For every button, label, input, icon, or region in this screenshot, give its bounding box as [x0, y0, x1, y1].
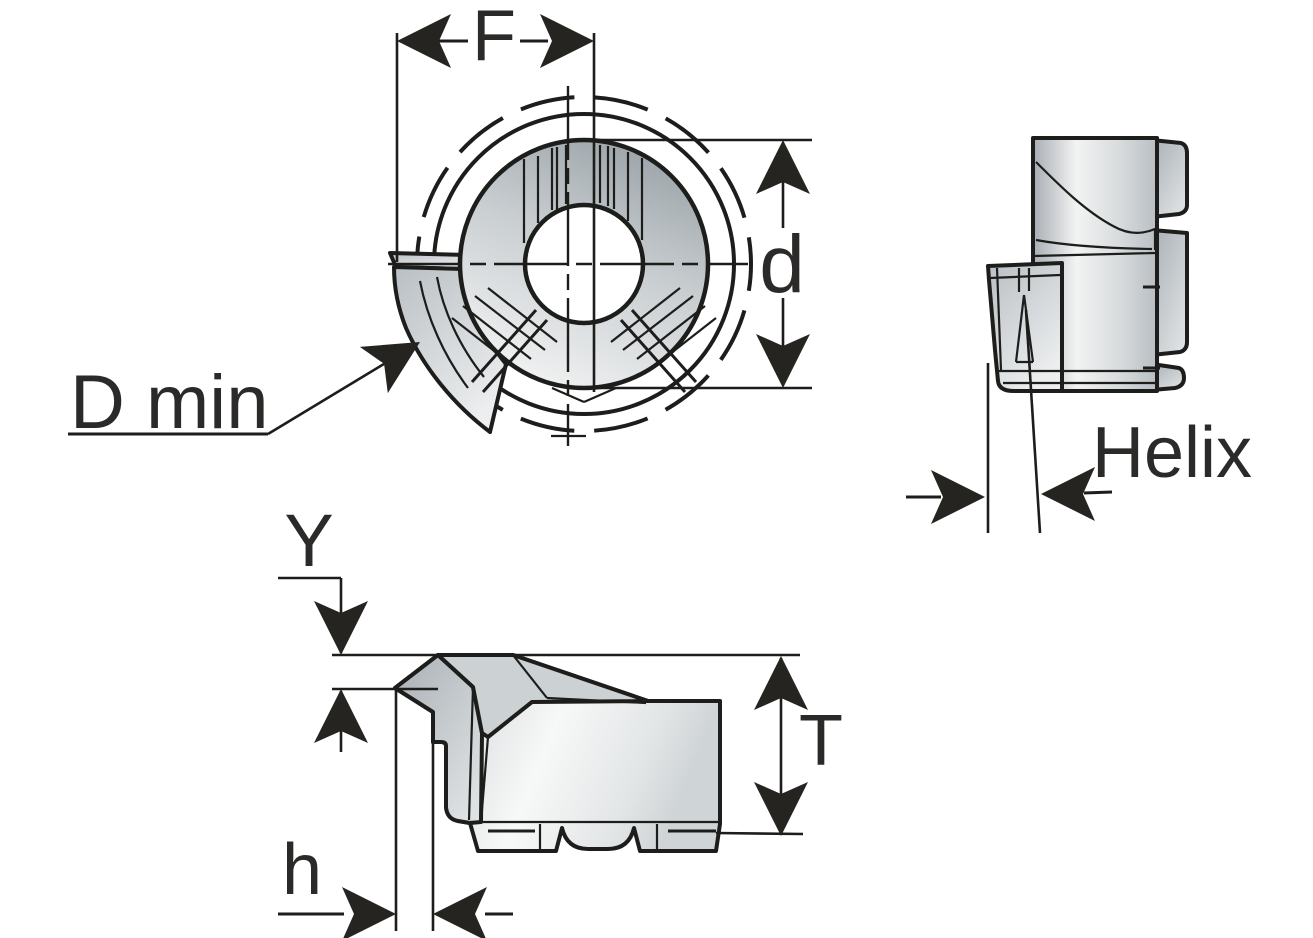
label-helix-angle: Helix [1092, 413, 1252, 493]
dim-d: d [584, 138, 812, 390]
flange-top [1150, 138, 1189, 219]
dim-h: h [278, 689, 513, 938]
arrowhead-right [342, 887, 396, 938]
arrowhead-left [433, 887, 487, 938]
dim-helix: Helix [906, 309, 1252, 534]
serration-striations [451, 145, 717, 404]
dim-F: F [395, 0, 596, 392]
flange-middle [1150, 228, 1189, 357]
label-body-diameter: d [759, 219, 805, 310]
facet-boundaries [470, 309, 698, 393]
arrowhead-right [540, 14, 594, 68]
front-view: F d D min [68, 0, 812, 446]
label-front-width: F [472, 0, 516, 76]
flange-bottom [1150, 362, 1186, 392]
profile-details [467, 654, 720, 851]
v-groove [1014, 268, 1035, 364]
label-insert-thickness: T [799, 701, 843, 781]
chip-face [436, 653, 650, 739]
helix-side-view: Helix [906, 136, 1252, 534]
label-tip-offset: h [282, 830, 322, 910]
dim-Y: Y [278, 499, 800, 752]
dim-T: T [715, 656, 843, 836]
label-tip-drop: Y [284, 499, 333, 582]
label-min-bore: D min [70, 360, 268, 445]
center-lines [388, 86, 748, 446]
callout-d-min: D min [68, 318, 434, 445]
profile-view: Y T h [278, 499, 843, 938]
